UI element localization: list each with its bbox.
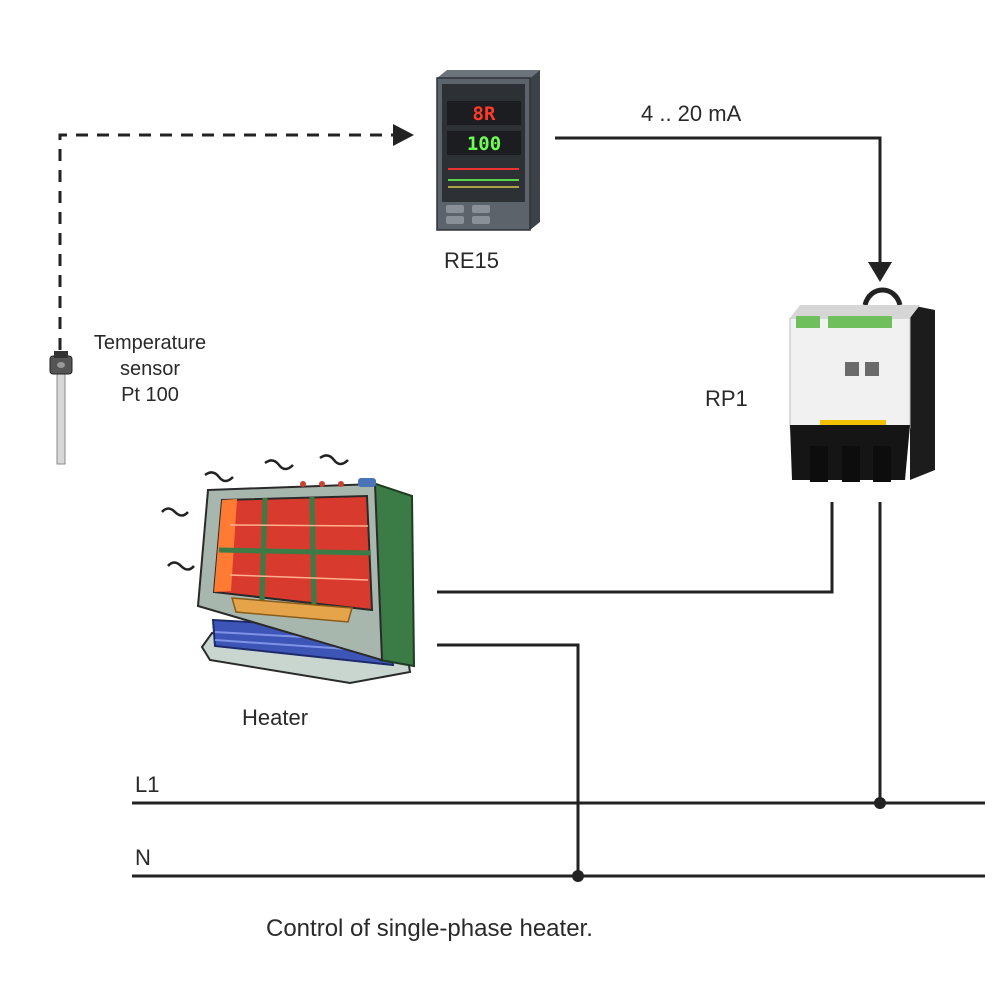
re15-label: RE15 bbox=[444, 248, 500, 273]
heater-icon bbox=[161, 454, 416, 685]
temperature-sensor-icon bbox=[49, 351, 73, 465]
sensor-label-line: Temperature bbox=[93, 332, 207, 354]
diagram-caption: Control of single-phase heater. bbox=[266, 915, 593, 942]
sensor-signal-arrow bbox=[393, 124, 414, 146]
svg-text:8R: 8R bbox=[473, 103, 496, 125]
l1-label: L1 bbox=[135, 772, 160, 797]
sensor-label: Temperature sensor Pt 100 bbox=[70, 330, 230, 408]
rp1-label: RP1 bbox=[705, 386, 748, 411]
rp1-power-controller-icon bbox=[789, 287, 935, 482]
control-signal-arrow bbox=[868, 262, 892, 282]
l1-junction bbox=[874, 797, 886, 809]
re15-controller-icon: 8R 100 bbox=[436, 70, 540, 231]
n-junction bbox=[572, 870, 584, 882]
heater-label: Heater bbox=[242, 705, 309, 730]
control-signal-line bbox=[555, 136, 882, 268]
heater-to-rp1-wire bbox=[437, 502, 834, 594]
n-label: N bbox=[135, 845, 151, 870]
sensor-label-line: sensor bbox=[119, 358, 181, 380]
heater-to-n-wire bbox=[437, 643, 580, 876]
signal-label: 4 .. 20 mA bbox=[641, 101, 742, 126]
svg-text:100: 100 bbox=[467, 133, 501, 155]
sensor-signal-line bbox=[58, 133, 405, 350]
sensor-label-line: Pt 100 bbox=[121, 384, 179, 406]
